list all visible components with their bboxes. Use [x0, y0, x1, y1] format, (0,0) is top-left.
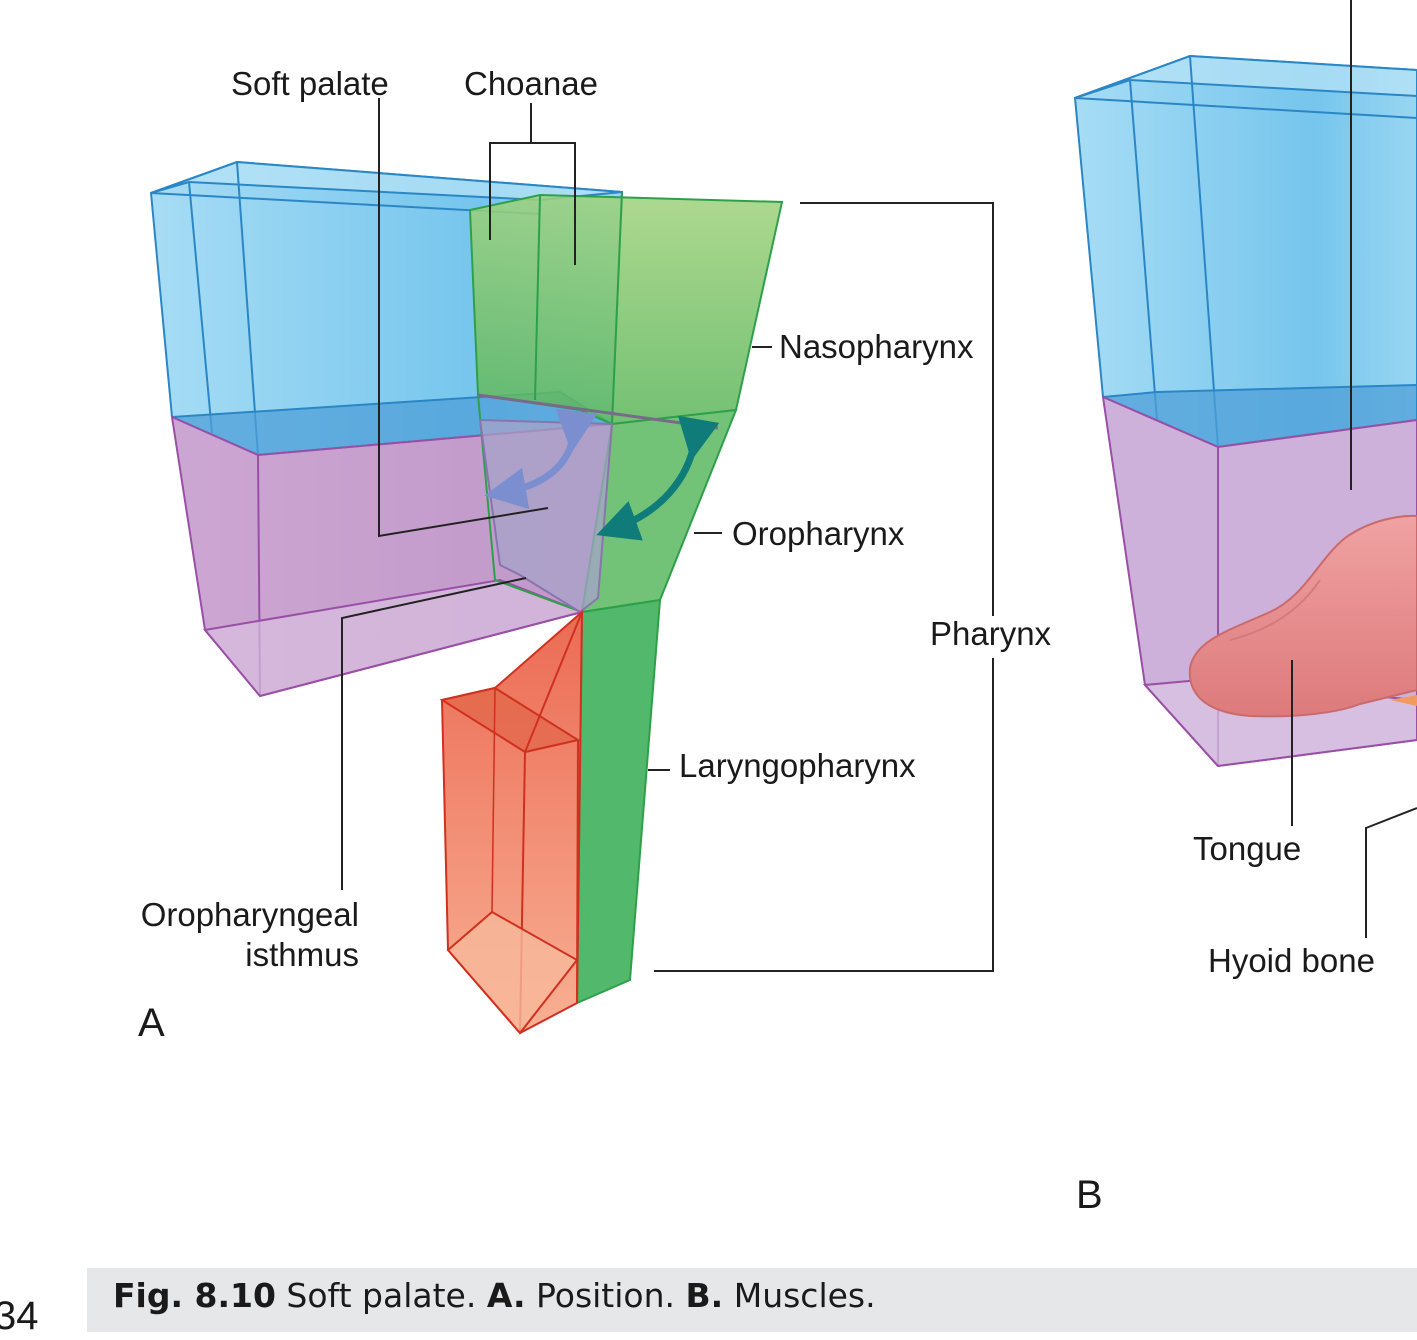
- panel-a-letter: A: [138, 1001, 165, 1045]
- oropharynx-motion-arrow: [596, 415, 720, 541]
- choanae-bracket-right: [531, 142, 576, 265]
- oropharyngeal-isthmus-label-line2: isthmus: [245, 936, 359, 973]
- caption-text-3: Muscles.: [733, 1276, 876, 1315]
- page-number: 34: [0, 1294, 39, 1338]
- caption-b-label: B.: [685, 1276, 724, 1315]
- tongue-label: Tongue: [1193, 830, 1301, 867]
- nasopharynx-label: Nasopharynx: [779, 328, 974, 365]
- caption-fig-label: Fig. 8.10: [113, 1276, 276, 1315]
- choanae-label: Choanae: [464, 65, 598, 102]
- caption-a-label: A.: [486, 1276, 526, 1315]
- panel-a-diagram: Soft palate Choanae Nasopharynx Orophary…: [138, 65, 1052, 1045]
- soft-palate-label: Soft palate: [231, 65, 389, 102]
- choanae-bracket: [489, 103, 532, 240]
- pharynx-bracket-top: [800, 202, 994, 616]
- oropharyngeal-isthmus-leader: [341, 577, 527, 890]
- oropharyngeal-isthmus-label-line1: Oropharyngeal: [141, 896, 359, 933]
- panel-b-letter: B: [1076, 1173, 1103, 1217]
- nasal-cavity-box-b: [1073, 54, 1417, 449]
- hyoid-bone-leader: [1365, 807, 1417, 938]
- pharynx-bracket-bottom: [654, 658, 994, 972]
- laryngopharynx-label: Laryngopharynx: [679, 747, 916, 784]
- hyoid-bone-label: Hyoid bone: [1208, 942, 1375, 979]
- larynx-red-box: [439, 609, 584, 1035]
- soft-palate-figure: Soft palate Choanae Nasopharynx Orophary…: [138, 0, 1417, 1217]
- caption-bar: [87, 1268, 1417, 1332]
- pharynx-label: Pharynx: [930, 615, 1052, 652]
- caption-text-1: Soft palate.: [286, 1276, 477, 1315]
- soft-palate-motion-arrow: [484, 408, 598, 510]
- tongue-illustration: [1188, 514, 1417, 718]
- panel-b-diagram: Tongue Hyoid bone B: [1073, 0, 1417, 1217]
- caption-text-2: Position.: [536, 1276, 676, 1315]
- oropharynx-label: Oropharynx: [732, 515, 905, 552]
- soft-palate-leader: [378, 98, 549, 538]
- figure-caption: Fig. 8.10 Soft palate. A. Position. B. M…: [113, 1276, 876, 1315]
